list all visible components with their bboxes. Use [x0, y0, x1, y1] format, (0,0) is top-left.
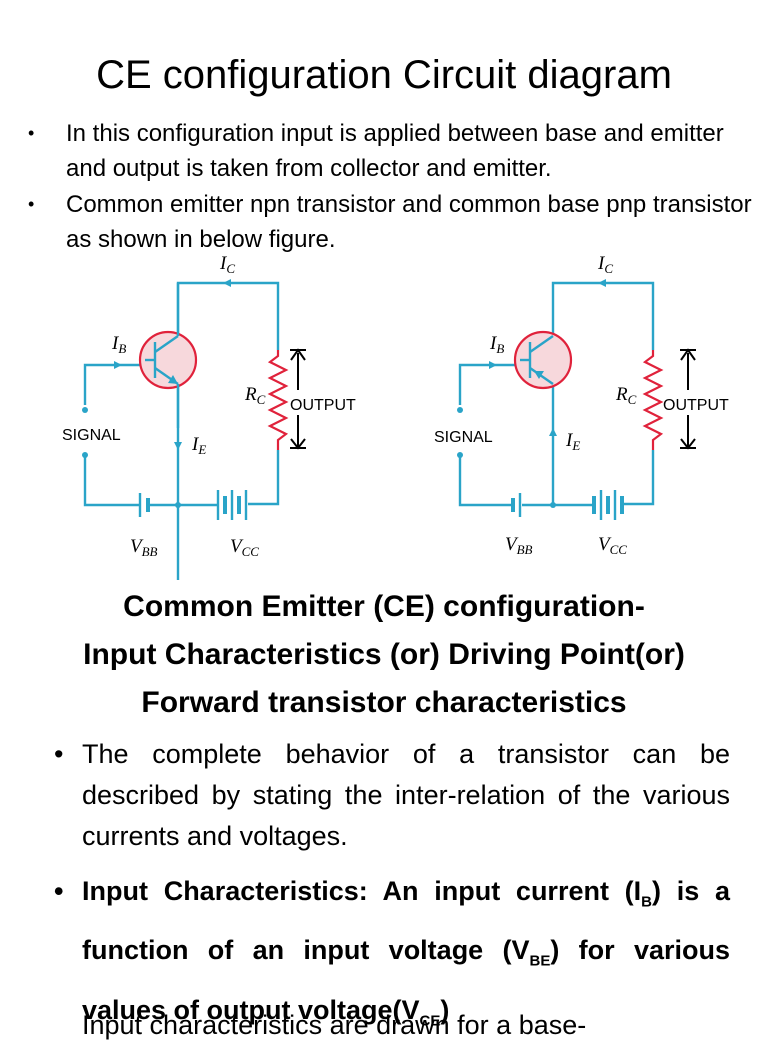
svg-text:VBB: VBB: [130, 536, 158, 559]
collector-wire: [551, 281, 655, 350]
rc-resistor-symbol: [267, 350, 289, 450]
junction-dot: [550, 502, 556, 508]
svg-text:IE: IE: [191, 434, 206, 457]
signal-terminal: [82, 407, 88, 413]
junction-dot: [175, 502, 181, 508]
output-label: OUTPUT: [290, 397, 356, 414]
pnp-emitter-arrowhead: [534, 371, 544, 379]
section-heading: Common Emitter (CE) configuration- Input…: [0, 583, 768, 727]
intro-bullet-text: In this configuration input is applied b…: [66, 120, 724, 182]
pnp-circuit: IC IB IE RC OUTPUT SIGNAL VBB VCC: [434, 253, 729, 557]
svg-text:IE: IE: [565, 430, 580, 453]
bullet-marker: •: [54, 876, 64, 906]
svg-text:RC: RC: [244, 384, 266, 407]
cut-off-text: Input characteristics are drawn for a ba…: [82, 1010, 587, 1040]
page-title: CE configuration Circuit diagram: [96, 53, 672, 97]
body-bullet: • The complete behavior of a transistor c…: [50, 734, 730, 857]
intro-bullet: • Common emitter npn transistor and commo…: [28, 187, 758, 257]
collector-output-wire: [248, 450, 280, 506]
base-wire: [83, 363, 145, 405]
svg-text:IB: IB: [489, 333, 504, 356]
signal-terminal: [457, 452, 463, 458]
svg-text:IC: IC: [219, 253, 235, 276]
signal-terminal: [457, 407, 463, 413]
intro-bullet: • In this configuration input is applied …: [28, 116, 758, 186]
return-wire: [458, 455, 513, 507]
base-wire: [458, 363, 520, 405]
svg-text:VCC: VCC: [230, 536, 259, 559]
body-bullet: •Input Characteristics: An input current…: [50, 867, 730, 1045]
npn-emitter-arrowhead: [168, 375, 178, 384]
circuit-diagram: IC IB IE RC OUTPUT SIGNAL VBB VCC: [62, 253, 729, 580]
vbb-battery-symbol: [511, 493, 522, 517]
signal-label: SIGNAL: [434, 429, 493, 446]
npn-circuit: IC IB IE RC OUTPUT SIGNAL VBB VCC: [62, 253, 356, 580]
svg-text:VCC: VCC: [598, 534, 627, 557]
rc-resistor-symbol: [642, 350, 664, 450]
output-label: OUTPUT: [663, 397, 729, 414]
svg-text:IB: IB: [111, 333, 126, 356]
vcc-battery-symbol: [216, 490, 248, 520]
bullet-marker: •: [28, 194, 35, 214]
signal-label: SIGNAL: [62, 427, 121, 444]
section-heading-line: Common Emitter (CE) configuration-: [123, 590, 645, 623]
svg-text:RC: RC: [615, 384, 637, 407]
svg-text:VBB: VBB: [505, 534, 533, 557]
intro-bullet-list: • In this configuration input is applied …: [28, 116, 758, 258]
collector-wire: [176, 281, 280, 580]
svg-text:IC: IC: [597, 253, 613, 276]
section-heading-line: Input Characteristics (or) Driving Point…: [83, 638, 685, 671]
bullet-marker: •: [28, 123, 35, 143]
signal-terminal: [82, 452, 88, 458]
body-bullet-text: The complete behavior of a transistor ca…: [82, 739, 730, 851]
vcc-battery-symbol: [592, 490, 624, 520]
intro-bullet-text: Common emitter npn transistor and common…: [66, 191, 752, 253]
bullet-marker: •: [54, 739, 64, 769]
collector-output-wire: [623, 450, 655, 506]
vbb-battery-symbol: [138, 493, 150, 517]
section-heading-line: Forward transistor characteristics: [141, 686, 627, 719]
return-wire: [83, 455, 140, 507]
body-bullet-list: • The complete behavior of a transistor c…: [50, 734, 730, 1045]
